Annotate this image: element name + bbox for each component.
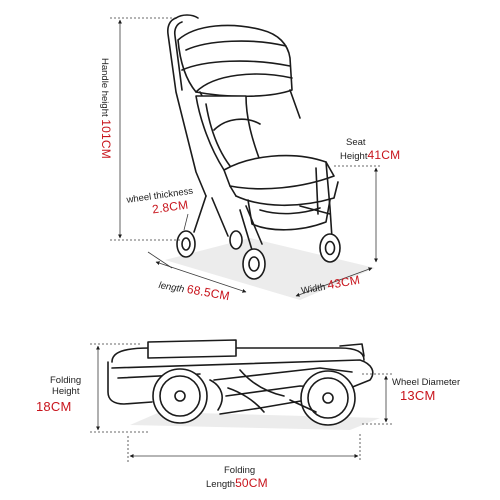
folding-length-value: 50CM <box>235 475 268 490</box>
mid-wheel <box>229 230 243 250</box>
dimension-lines-bottom <box>90 343 392 462</box>
folding-length-callout: Folding Length50CM <box>206 465 268 491</box>
handle-height-label: Handle height <box>99 58 110 117</box>
seat-height-label-line2: Height <box>340 150 368 162</box>
rear-left-wheel <box>176 230 196 258</box>
rear-right-wheel <box>242 248 266 280</box>
folding-length-label-line2: Length <box>206 478 236 490</box>
seat-height-label-line1: Seat <box>346 137 366 148</box>
handle-height-callout: Handle height 101CM <box>98 58 113 159</box>
folded-wheel-right <box>300 370 356 426</box>
folding-height-callout: Folding Height 18CM <box>36 375 82 415</box>
front-wheel <box>319 233 341 263</box>
folding-length-label-line1: Folding <box>224 465 256 476</box>
folded-wheel-left <box>152 368 223 424</box>
seat-height-callout: Seat Height41CM <box>340 137 401 163</box>
folding-height-value: 18CM <box>36 398 72 414</box>
wheel-diameter-label: Wheel Diameter <box>392 377 461 388</box>
folding-height-label-line1: Folding <box>50 375 82 386</box>
handle-height-value: 101CM <box>99 119 113 159</box>
dimension-lines-top <box>110 17 380 297</box>
wheel-diameter-value: 13CM <box>400 387 436 403</box>
folded-stroller <box>107 339 380 430</box>
wheel-diameter-callout: Wheel Diameter 13CM <box>392 377 461 404</box>
seat-height-value: 41CM <box>367 147 401 162</box>
folding-height-label-line2: Height <box>52 385 80 397</box>
